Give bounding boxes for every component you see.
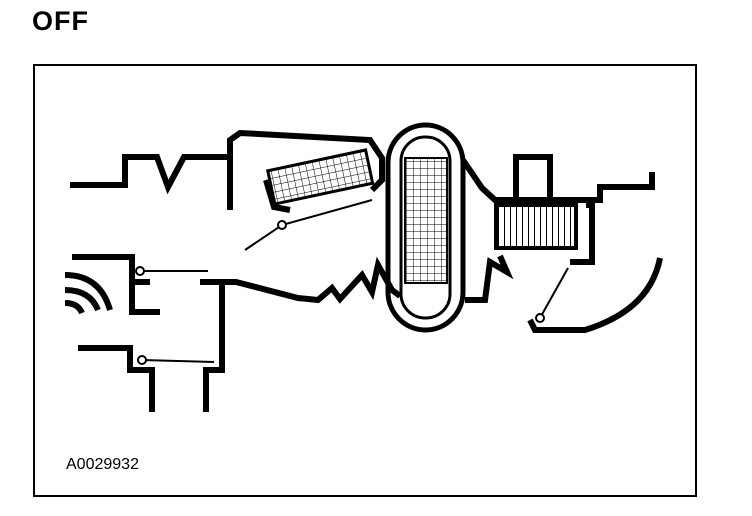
heater-lower-baffle	[465, 254, 514, 303]
heater-duct-right	[570, 202, 595, 265]
mode-door-upper-pivot	[135, 266, 145, 276]
upper-left-duct-wall	[70, 154, 230, 195]
center-duct-wall	[203, 282, 225, 412]
diagram-frame	[33, 64, 697, 497]
blend-door-lever	[539, 267, 569, 319]
heater-upper-box	[513, 154, 553, 200]
mode-title: OFF	[32, 6, 89, 36]
lower-duct-wall	[200, 256, 402, 304]
blower-vane-2	[64, 287, 101, 312]
filter-element	[265, 148, 375, 206]
mode-door-lower-lever	[141, 359, 215, 363]
heater-duct-top	[460, 158, 655, 203]
mode-door-lower-pivot	[137, 355, 147, 365]
figure-id-label: A0029932	[66, 456, 139, 473]
lower-left-outlet-wall	[78, 345, 155, 412]
left-inlet-wall	[72, 254, 160, 315]
filter-bracket	[263, 179, 291, 213]
upper-door-lever	[244, 199, 373, 251]
floor-outlet-wall	[527, 257, 663, 333]
blower-vane-3	[64, 300, 85, 315]
blend-door-pivot	[535, 313, 545, 323]
upper-housing-wall	[227, 129, 385, 210]
evaporator-core	[404, 157, 448, 284]
heater-core	[494, 203, 578, 250]
upper-door-pivot	[277, 220, 287, 230]
blower-vane-1	[64, 272, 113, 311]
